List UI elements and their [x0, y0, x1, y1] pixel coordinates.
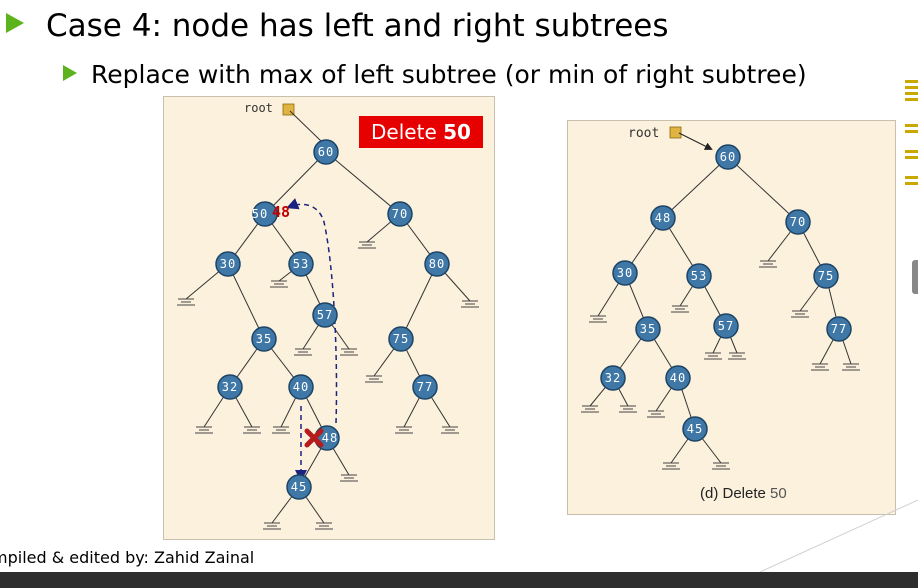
tree-node-deleted: 50 [252, 201, 278, 227]
svg-text:75: 75 [393, 332, 409, 346]
decor-stripe [905, 98, 918, 101]
slide-subpoint: Replace with max of left subtree (or min… [91, 60, 807, 89]
tree-node: 35 [251, 326, 277, 352]
tree-node: 60 [313, 139, 339, 165]
tree-node: 80 [424, 251, 450, 277]
cross-icon [304, 428, 324, 448]
svg-text:53: 53 [293, 257, 309, 271]
left-tree-diagram: root [163, 96, 495, 540]
decor-stripe [905, 150, 918, 153]
svg-text:77: 77 [831, 322, 847, 336]
null-ground-symbols [581, 260, 860, 470]
svg-text:70: 70 [790, 215, 806, 229]
tree-node: 30 [215, 251, 241, 277]
diagram-caption: (d) Delete 50 [700, 485, 787, 502]
subpoint-bullet: Replace with max of left subtree (or min… [63, 60, 807, 89]
tree-node: 70 [785, 209, 811, 235]
tree-node: 53 [288, 251, 314, 277]
tree-node: 45 [682, 416, 708, 442]
svg-text:40: 40 [670, 371, 686, 385]
tree-node: 75 [388, 326, 414, 352]
triangle-bullet-icon [6, 13, 24, 33]
svg-text:57: 57 [317, 308, 333, 322]
decor-stripe [905, 80, 918, 83]
slide-heading: Case 4: node has left and right subtrees [46, 8, 669, 44]
decor-stripe [905, 124, 918, 127]
tree-node-removed: 48 [314, 425, 340, 451]
svg-text:48: 48 [655, 211, 671, 225]
tree-node: 57 [312, 302, 338, 328]
svg-text:50: 50 [252, 207, 268, 221]
decor-stripe [905, 130, 918, 133]
svg-text:57: 57 [718, 319, 734, 333]
tree-node: 32 [600, 365, 626, 391]
decor-stripe [905, 182, 918, 185]
delete-label-box: Delete 50 [359, 116, 483, 148]
tree-node: 32 [217, 374, 243, 400]
right-tree-edges [589, 156, 852, 464]
svg-text:80: 80 [429, 257, 445, 271]
svg-text:60: 60 [720, 150, 736, 164]
replacement-value-label: 48 [272, 203, 290, 221]
decor-stripe [905, 176, 918, 179]
svg-text:45: 45 [291, 480, 307, 494]
footer-credit: mpiled & edited by: Zahid Zainal [0, 548, 255, 567]
left-tree-edges [185, 151, 471, 524]
replace-arrow-up [286, 198, 338, 424]
svg-text:48: 48 [322, 431, 338, 445]
tree-node: 77 [412, 374, 438, 400]
decor-stripe [905, 86, 918, 89]
svg-text:53: 53 [691, 269, 707, 283]
tree-node: 53 [686, 263, 712, 289]
svg-text:32: 32 [222, 380, 238, 394]
left-tree-svg: root [177, 101, 479, 530]
side-tab[interactable] [912, 260, 918, 294]
svg-text:35: 35 [640, 322, 656, 336]
right-tree-svg: root [581, 126, 860, 470]
null-ground-symbols [177, 241, 479, 530]
tree-node: 40 [665, 365, 691, 391]
tree-node: 35 [635, 316, 661, 342]
tree-node: 48 [650, 205, 676, 231]
svg-text:75: 75 [818, 269, 834, 283]
tree-node: 45 [286, 474, 312, 500]
svg-text:32: 32 [605, 371, 621, 385]
bottom-bar [0, 572, 918, 588]
root-pointer-box [669, 126, 682, 139]
tree-node: 75 [813, 263, 839, 289]
tree-node: 60 [715, 144, 741, 170]
svg-text:77: 77 [417, 380, 433, 394]
heading-bullet: Case 4: node has left and right subtrees [6, 8, 669, 44]
svg-text:40: 40 [293, 380, 309, 394]
root-pointer-box [282, 103, 295, 116]
tree-node: 57 [713, 313, 739, 339]
decor-line [760, 500, 918, 572]
triangle-bullet-icon [63, 65, 77, 81]
decor-stripe [905, 156, 918, 159]
svg-text:70: 70 [392, 207, 408, 221]
tree-node: 40 [288, 374, 314, 400]
tree-node: 77 [826, 316, 852, 342]
root-label: root [628, 126, 659, 141]
svg-text:60: 60 [318, 145, 334, 159]
svg-text:30: 30 [617, 266, 633, 280]
svg-text:30: 30 [220, 257, 236, 271]
tree-node: 70 [387, 201, 413, 227]
root-label: root [244, 101, 273, 115]
tree-node: 30 [612, 260, 638, 286]
svg-text:35: 35 [256, 332, 272, 346]
decor-stripe [905, 92, 918, 95]
svg-text:45: 45 [687, 422, 703, 436]
right-tree-diagram: root [567, 120, 896, 515]
